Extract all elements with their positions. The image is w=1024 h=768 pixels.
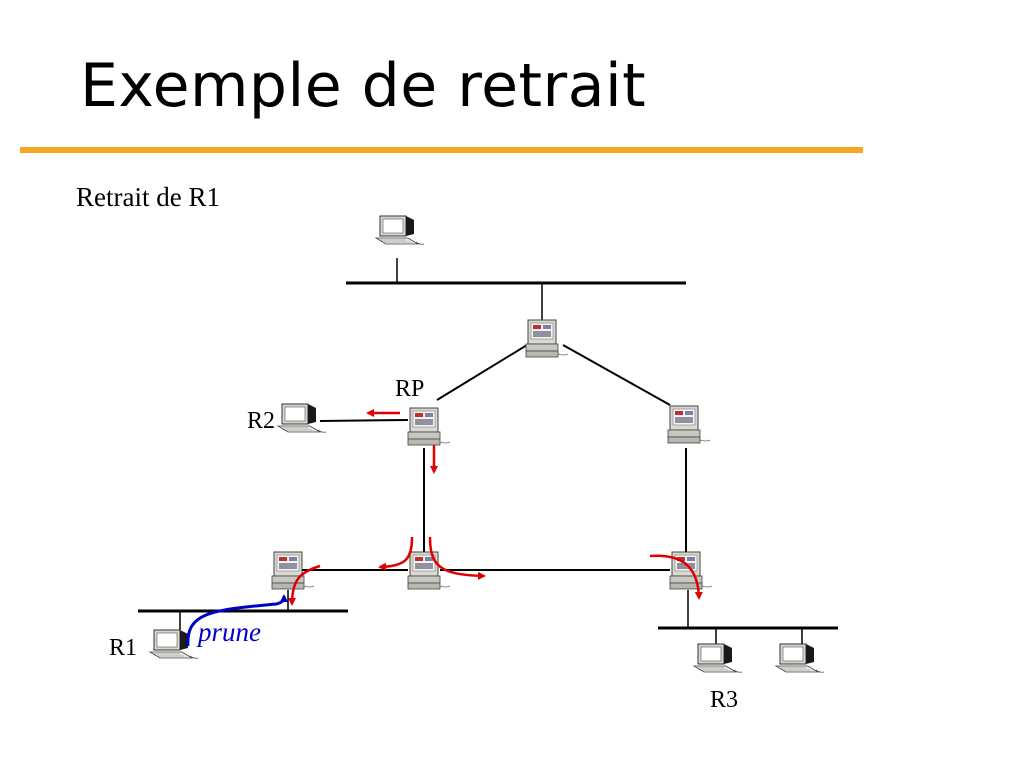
top-router-icon: [525, 319, 569, 358]
label-prune: prune: [196, 617, 261, 647]
title-divider: [20, 147, 863, 153]
label-r3: R3: [710, 687, 738, 713]
label-rp: RP: [395, 376, 424, 402]
link-top-right: [562, 344, 671, 406]
label-r1: R1: [109, 635, 137, 661]
prune-arrow: [186, 594, 288, 647]
slide-title: Exemple de retrait: [80, 51, 647, 121]
right-host-icon: [775, 643, 825, 673]
r1-host-icon: [149, 629, 199, 659]
flow-arrow-left-down: [288, 564, 321, 606]
flow-arrow-right-down: [649, 554, 703, 600]
right-upper-router-icon: [667, 405, 711, 444]
flow-arrow-center-right: [428, 536, 486, 580]
link-top-rp: [436, 344, 528, 401]
slide-subtitle: Retrait de R1: [76, 182, 220, 212]
network-links: [138, 258, 838, 648]
r2-host-icon: [277, 403, 327, 433]
rp-router-icon: [407, 407, 451, 446]
multicast-flow: [288, 409, 703, 606]
flow-arrow-center-left: [378, 536, 414, 571]
r3-host-icon: [693, 643, 743, 673]
link-rp-r2: [319, 419, 409, 422]
label-r2: R2: [247, 408, 275, 434]
top-host-icon: [375, 215, 425, 245]
